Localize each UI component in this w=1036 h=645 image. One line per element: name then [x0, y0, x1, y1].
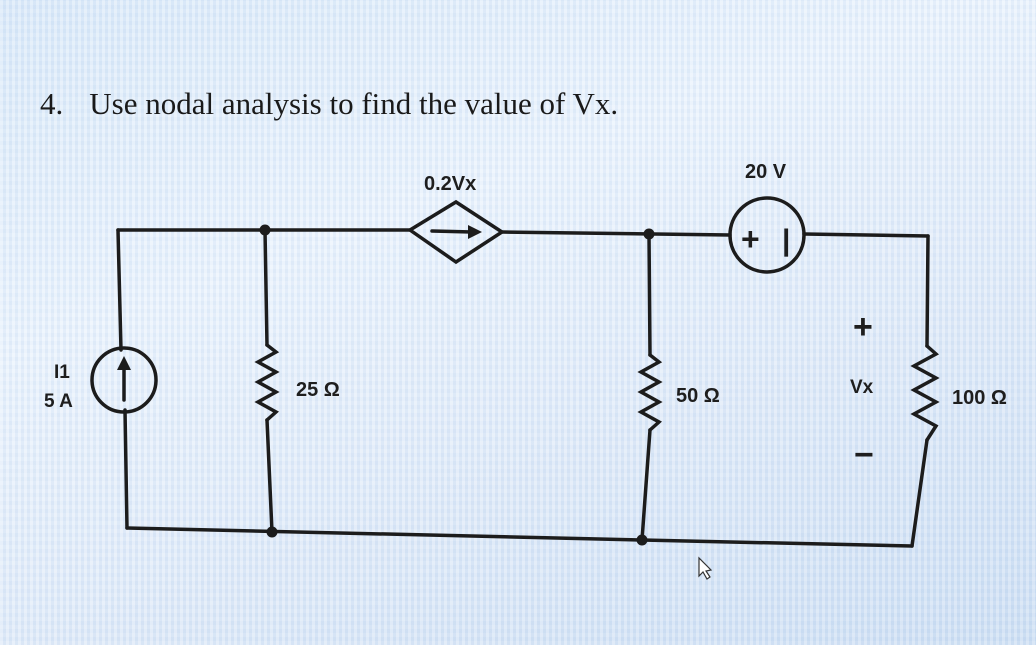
dependent-source-diamond [406, 199, 506, 265]
dependent-source-label: 0.2Vx [424, 173, 476, 195]
current-source-arrowhead-icon [117, 356, 131, 370]
wire-top-right [802, 232, 930, 238]
wire-50-upper [647, 232, 652, 357]
vx-label: Vx [850, 377, 874, 398]
voltage-source-minus: | [782, 224, 790, 257]
node-bottom-50 [636, 534, 648, 546]
vx-minus: − [854, 436, 874, 474]
wire-bottom [125, 526, 914, 548]
voltage-source-circle [728, 196, 806, 274]
wire-top-middle [500, 230, 732, 237]
resistor-100-label: 100 Ω [952, 387, 1007, 409]
vx-plus: + [853, 308, 873, 346]
dependent-source-arrow-icon [430, 229, 474, 234]
wire-25-lower [265, 418, 274, 534]
node-top-25 [259, 224, 271, 236]
node-top-50 [643, 228, 655, 240]
resistor-50-zigzag [637, 353, 663, 432]
wire-25-upper [263, 228, 269, 347]
resistor-100-zigzag [910, 344, 940, 442]
current-source-circle [90, 346, 158, 414]
resistor-50-label: 50 Ω [676, 385, 720, 407]
node-bottom-25 [266, 526, 278, 538]
voltage-source-label: 20 V [745, 161, 787, 183]
voltage-source-plus: + [741, 221, 760, 257]
mouse-cursor-icon [698, 556, 713, 580]
question-text: Use nodal analysis to find the value of … [89, 86, 619, 121]
wire-left-upper [116, 228, 123, 352]
question-number: 4. [40, 86, 64, 121]
resistor-25-zigzag [254, 343, 280, 422]
resistor-25-label: 25 Ω [296, 379, 340, 401]
wire-50-lower [640, 428, 652, 542]
wire-right-lower [910, 438, 929, 548]
current-source-value: 5 A [44, 391, 73, 412]
current-source-name: I1 [54, 362, 70, 383]
wire-right-upper [925, 234, 930, 348]
wire-left-lower [123, 408, 129, 530]
question-heading: 4. Use nodal analysis to find the value … [40, 86, 618, 122]
dependent-source-arrowhead-icon [468, 225, 482, 239]
